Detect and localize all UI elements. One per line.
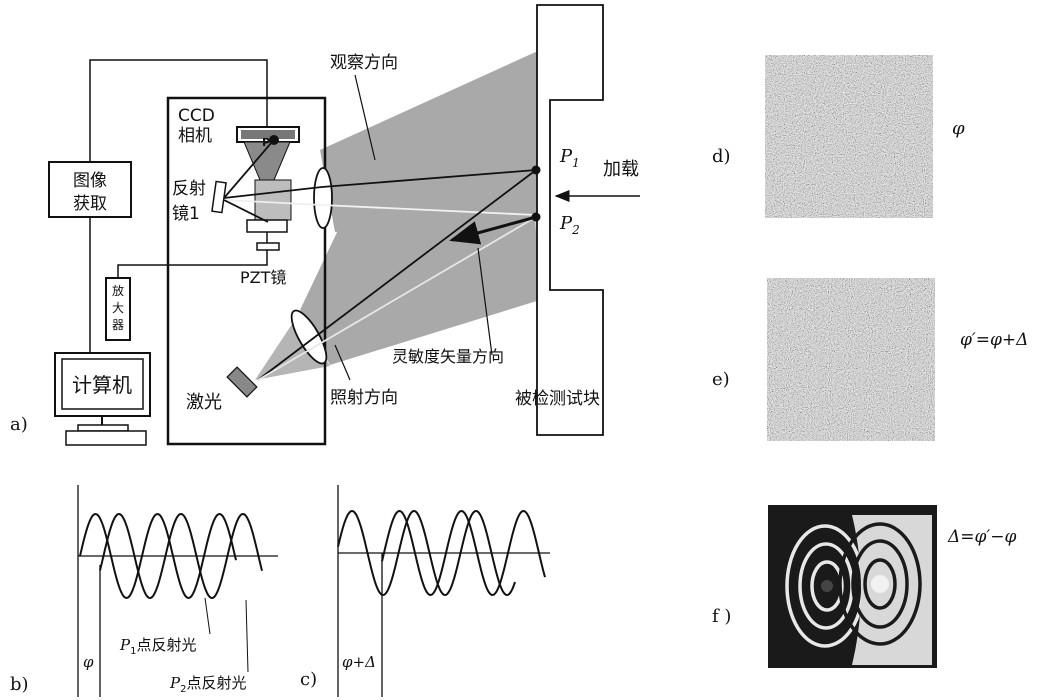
fringe-center-left bbox=[821, 580, 833, 592]
image-acquisition-box bbox=[48, 161, 132, 218]
ccd-camera-icon bbox=[236, 126, 300, 251]
laser-lens-icon bbox=[290, 309, 328, 365]
laser-label: 激光 bbox=[186, 392, 222, 413]
illum-direction-label: 照射方向 bbox=[330, 388, 398, 408]
amp-char-2: 大 bbox=[112, 301, 124, 315]
point-p2 bbox=[531, 212, 541, 222]
optical-head-enclosure bbox=[166, 96, 327, 446]
mirror-label-line1: 反射 bbox=[172, 179, 206, 199]
observation-beam bbox=[320, 50, 540, 232]
computer-label: 计算机 bbox=[72, 373, 132, 397]
panel-e: φ′=φ+Δ e) bbox=[712, 278, 1028, 441]
f-phase-label: Δ=φ′−φ bbox=[947, 527, 1017, 547]
e-phase-label: φ′=φ+Δ bbox=[960, 330, 1028, 350]
pzt-label: PZT镜 bbox=[240, 268, 286, 287]
panel-d: φ d) bbox=[712, 55, 965, 218]
panel-b-label: b) bbox=[10, 674, 29, 695]
amplifier-box bbox=[105, 277, 131, 341]
p-small-label: P bbox=[262, 136, 270, 149]
c-phase-label: φ+Δ bbox=[342, 653, 376, 671]
b-p1-label: P1点反射光 bbox=[119, 636, 196, 657]
ccd-label-line2: 相机 bbox=[178, 126, 212, 146]
b-wave-p2 bbox=[99, 512, 263, 600]
panel-e-label: e) bbox=[712, 369, 730, 390]
observe-direction-label: 观察方向 bbox=[330, 53, 398, 73]
b-p2-label: P2点反射光 bbox=[169, 674, 246, 695]
panel-a: P bbox=[10, 4, 640, 446]
c-wave-p1 bbox=[337, 509, 516, 597]
panel-b: φ P1点反射光 P2点反射光 b) bbox=[10, 485, 278, 697]
panel-c: φ+Δ c) bbox=[300, 485, 550, 697]
speckle-image-e bbox=[767, 278, 935, 441]
specimen-block bbox=[536, 4, 604, 436]
panel-f-label: f ) bbox=[712, 606, 731, 627]
laser-icon bbox=[226, 366, 258, 398]
p1-label: P1 bbox=[559, 146, 580, 170]
leader-lines bbox=[334, 74, 493, 381]
fringe-bright-region bbox=[852, 515, 932, 665]
b-leader-p1 bbox=[204, 597, 211, 635]
image-acq-line1: 图像 bbox=[73, 171, 107, 191]
load-label: 加载 bbox=[603, 159, 639, 180]
image-acq-line2: 获取 bbox=[73, 194, 107, 214]
b-phi-label: φ bbox=[83, 653, 94, 671]
computer-monitor-icon bbox=[54, 352, 151, 446]
panel-d-label: d) bbox=[712, 146, 731, 167]
d-phi-label: φ bbox=[952, 118, 965, 139]
fringe-pattern-right bbox=[838, 522, 922, 646]
panel-a-label: a) bbox=[10, 414, 28, 435]
point-p1 bbox=[531, 165, 541, 175]
lens-icon bbox=[313, 167, 333, 229]
p2-label: P2 bbox=[559, 213, 580, 237]
panel-f: Δ=φ′−φ f ) bbox=[712, 505, 1017, 668]
b-leader-p2 bbox=[245, 599, 249, 673]
mirror-label-line2: 镜1 bbox=[172, 204, 200, 224]
c-wave-p2 bbox=[381, 509, 546, 597]
speckle-image-d bbox=[765, 55, 933, 218]
panel-c-label: c) bbox=[300, 669, 317, 690]
amp-char-3: 器 bbox=[112, 318, 124, 332]
optical-rays bbox=[223, 141, 537, 381]
ccd-label-line1: CCD bbox=[178, 106, 215, 126]
sensitivity-direction-label: 灵敏度矢量方向 bbox=[392, 347, 504, 366]
specimen-label: 被检测试块 bbox=[515, 389, 600, 409]
b-wave-p1 bbox=[79, 513, 237, 599]
fringe-center-right bbox=[871, 575, 889, 593]
amp-char-1: 放 bbox=[112, 283, 124, 298]
